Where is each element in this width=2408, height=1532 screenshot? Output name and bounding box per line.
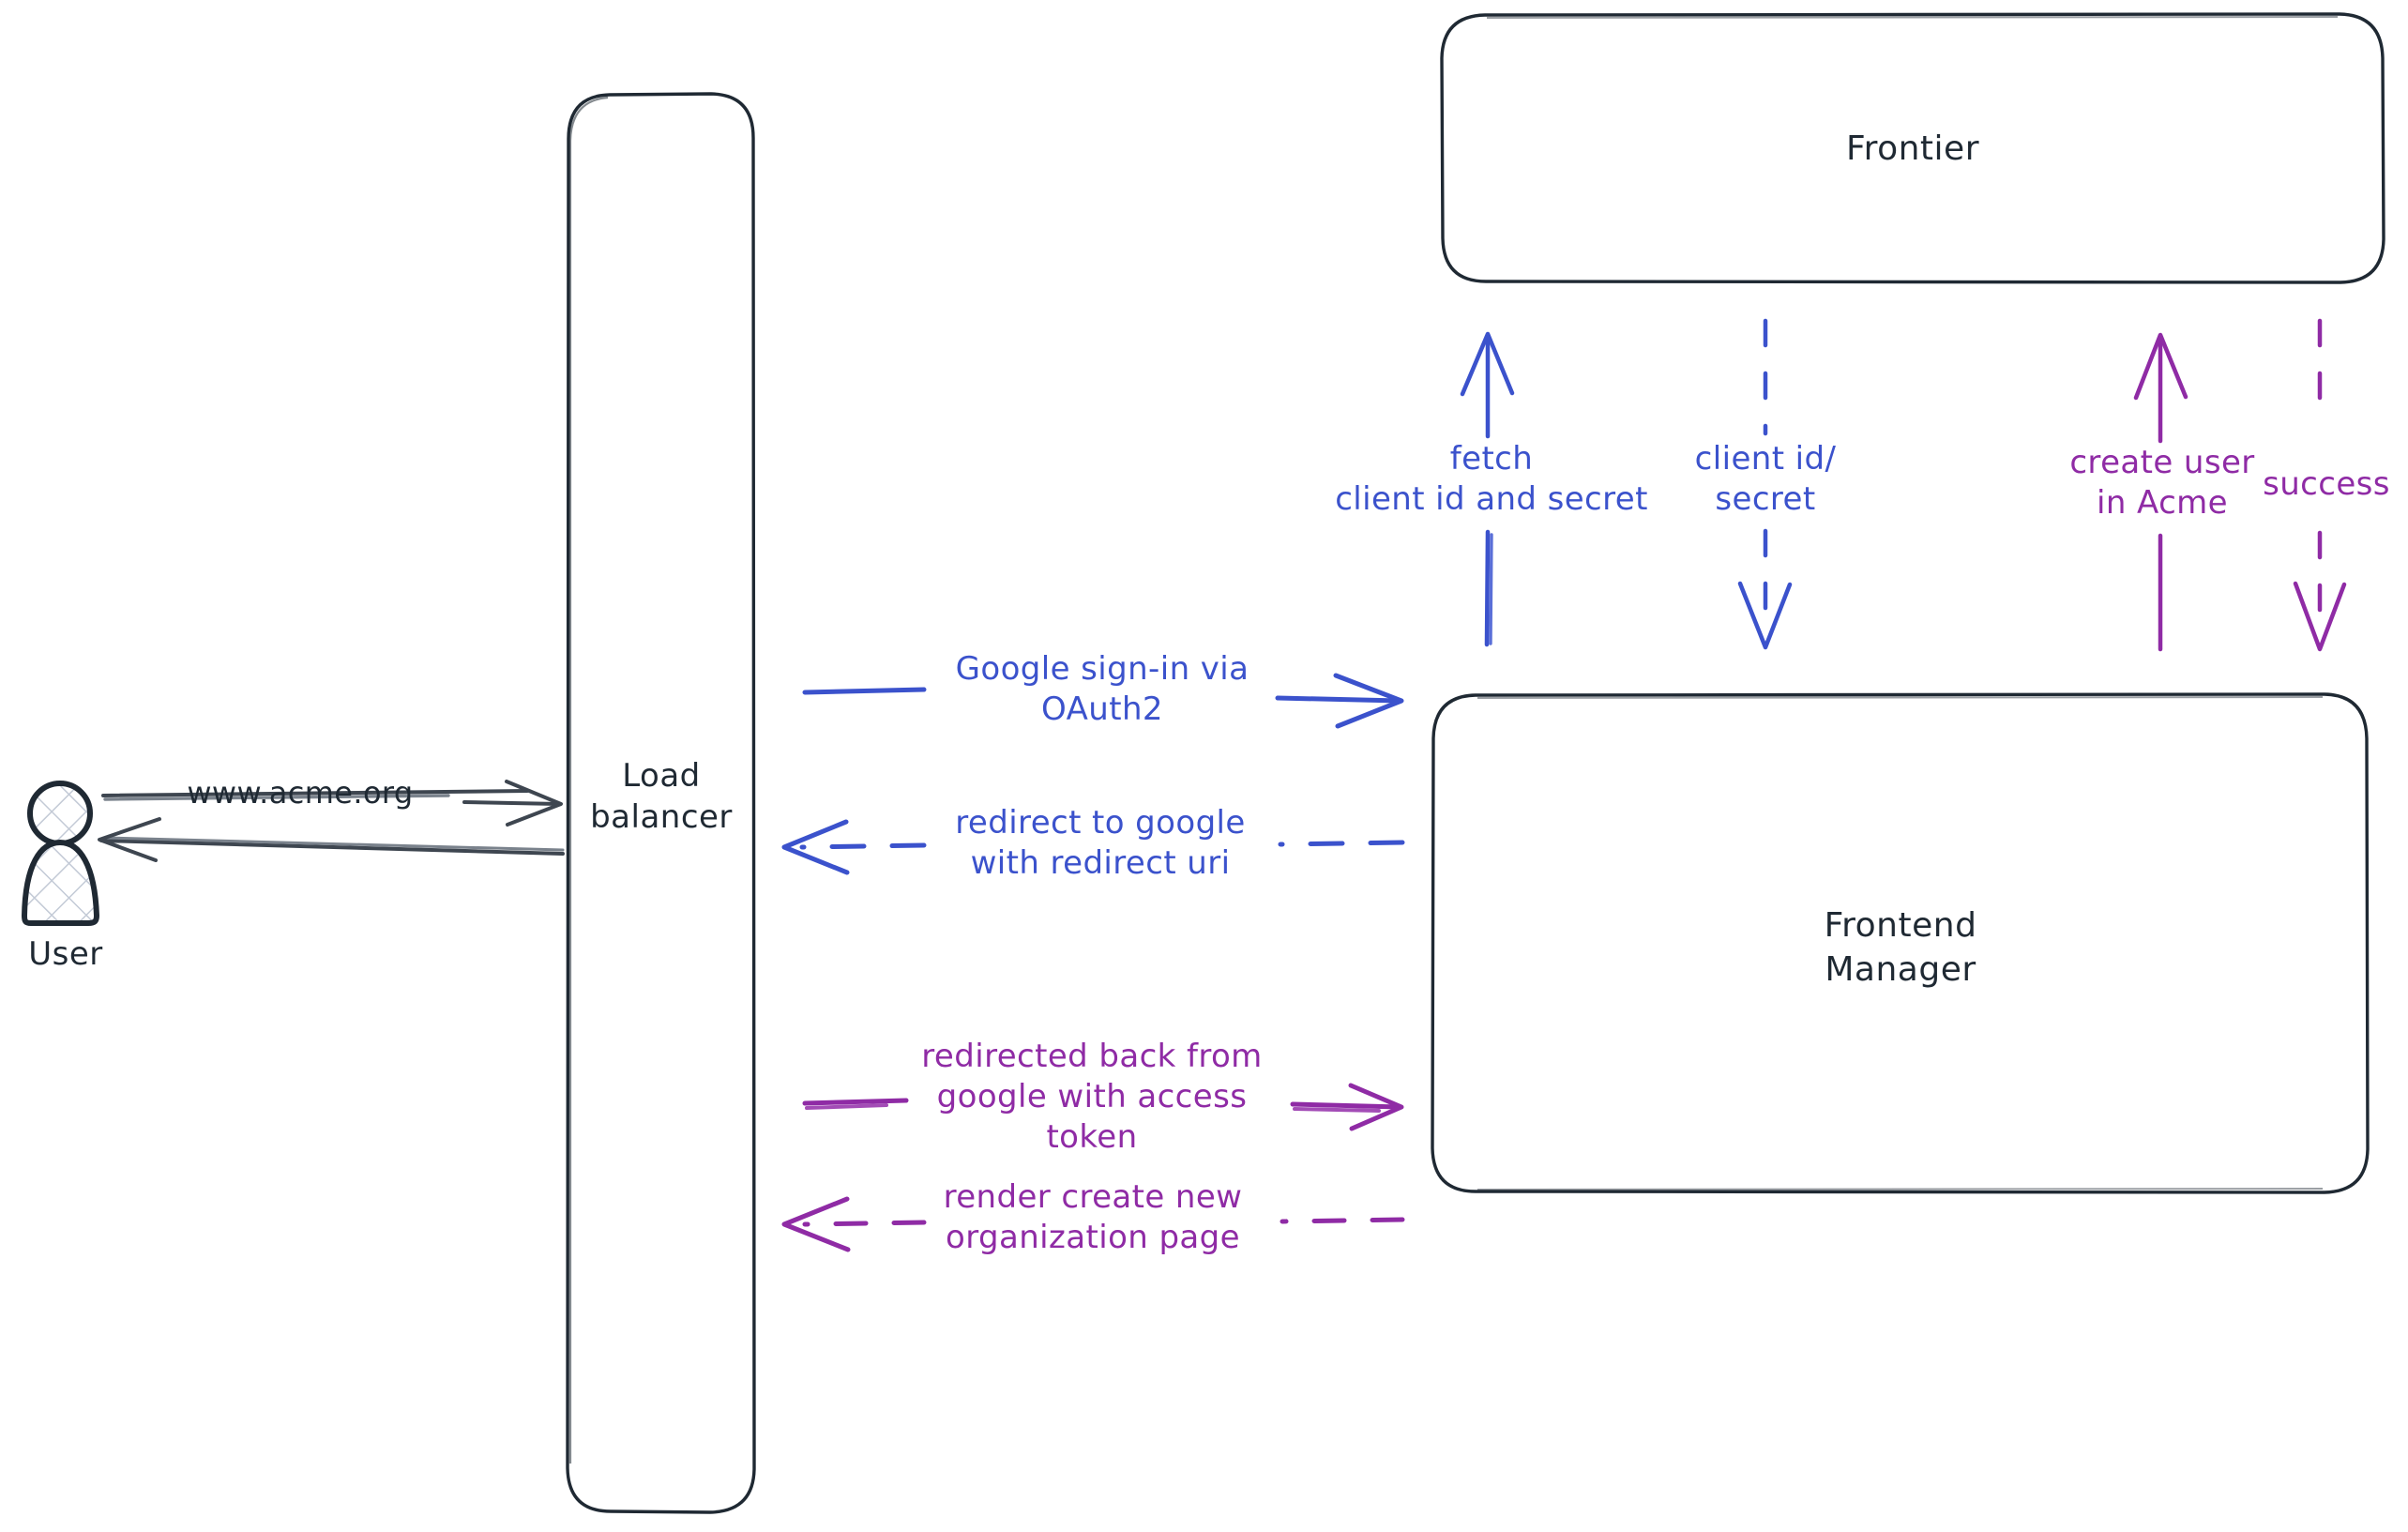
edge-fm-to-frontier-create-user (2133, 332, 2188, 652)
edge-fm-to-lb-redirect (781, 819, 1405, 875)
edge-frontier-to-fm-creds (1737, 318, 1793, 650)
edge-label-frontier-to-fm-success: success (2263, 465, 2390, 503)
edge-label-fm-to-frontier-fetch: fetch client id and secret (1335, 440, 1648, 518)
actor-user-label: User (28, 935, 103, 973)
edge-label-lb-to-fm-signin: Google sign-in via OAuth2 (955, 650, 1249, 728)
user-actor-icon (22, 781, 99, 926)
node-load-balancer-shape[interactable] (566, 92, 756, 1514)
edge-label-frontier-to-fm-creds: client id/ secret (1694, 440, 1837, 518)
edge-user-to-lb (101, 780, 563, 827)
node-load-balancer-label: Load balancer (590, 757, 733, 837)
node-frontier-shape[interactable] (1440, 12, 2385, 284)
edge-fm-to-lb-render (781, 1196, 1405, 1252)
edge-label-fm-to-lb-redirect: redirect to google with redirect uri (955, 804, 1246, 882)
edge-label-user-to-lb: www.acme.org (187, 775, 414, 811)
edge-label-lb-to-fm-token: redirected back from google with access … (921, 1038, 1263, 1156)
edge-label-fm-to-lb-render: render create new organization page (943, 1178, 1243, 1256)
edge-lb-to-user (98, 817, 565, 862)
edge-fm-to-frontier-fetch (1460, 331, 1515, 647)
edge-lb-to-fm-token (802, 1083, 1404, 1131)
node-frontier-label: Frontier (1845, 129, 1979, 168)
edge-frontier-to-fm-success (2293, 318, 2347, 652)
edge-label-fm-to-frontier-create-user: create user in Acme (2069, 444, 2255, 522)
edge-lb-to-fm-signin (802, 673, 1404, 729)
node-frontend-manager-label: Frontend Manager (1824, 906, 1977, 989)
node-frontend-manager-shape[interactable] (1431, 692, 2370, 1194)
